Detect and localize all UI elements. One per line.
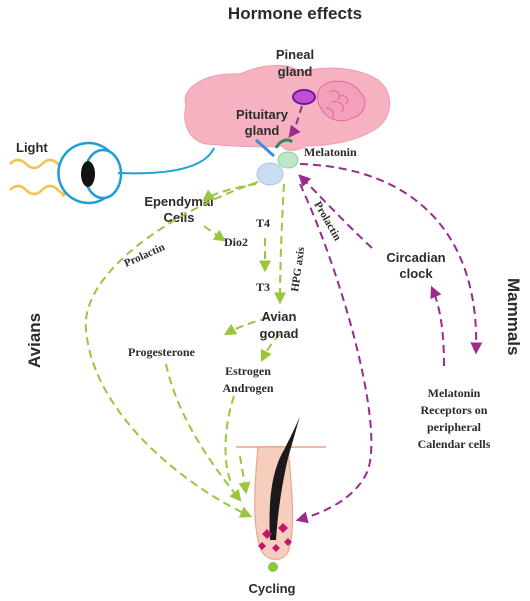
avian-gonad-label-line2: gonad [260,326,299,341]
t3-label: T3 [256,280,270,294]
prolactin-left-label: Prolactin [122,241,166,270]
circadian-to-melatonin-arrow [298,174,373,249]
pineal-to-melatonin-arrow [288,105,303,138]
hair-follicle-icon [236,416,326,572]
melatonin-label: Melatonin [304,145,357,159]
cycling-label: Cycling [249,581,296,596]
androgen-to-cycling-arrow [224,395,235,485]
receptors-label-line3: peripheral [427,420,482,434]
brain-icon [184,64,391,186]
diagram-title: Hormone effects [228,4,362,23]
dio2-label: Dio2 [224,235,248,249]
eye-icon [57,141,215,205]
androgen-label: Androgen [222,381,273,395]
pineal-gland-label-line2: gland [278,64,313,79]
circadian-clock-label-line1: Circadian [386,250,445,265]
avians-side-label: Avians [25,313,44,368]
receptors-label-line2: Receptors on [421,403,488,417]
circadian-clock-label-line2: clock [399,266,433,281]
receptors-label-line4: Calendar cells [418,437,491,451]
hpg-axis-label: HPG axis [289,246,307,293]
ependymal-to-dio2-arrow [203,225,226,242]
androgen-to-follicle-arrow [238,455,251,495]
estrogen-label: Estrogen [225,364,271,378]
receptors-to-circadian-arrow [430,285,445,367]
ependymal-cells-label-line1: Ependymal [144,194,213,209]
mammals-side-label: Mammals [504,278,523,355]
pineal-gland-label-line1: Pineal [276,47,314,62]
t4-label: T4 [256,216,270,230]
melatonin-to-receptors-arrow [299,163,483,355]
pituitary-to-ependymal-arrow [202,183,257,202]
pituitary-gland-label-line2: gland [245,123,280,138]
receptors-label-line1: Melatonin [428,386,481,400]
gonad-to-estrogen-arrow [260,333,281,363]
avian-gonad-label-line1: Avian [262,309,297,324]
hpg-axis-arrow [274,183,287,305]
light-label: Light [16,140,48,155]
gonad-to-progesterone-arrow [223,317,269,336]
prolactin-avian-arrow [84,181,259,518]
progesterone-label: Progesterone [128,345,196,359]
pituitary-gland-label-line1: Pituitary [236,107,289,122]
prolactin-mammal-arrow [295,183,373,524]
ependymal-cells-label-line2: Cells [163,210,194,225]
progesterone-to-cycling-arrow [165,363,242,502]
